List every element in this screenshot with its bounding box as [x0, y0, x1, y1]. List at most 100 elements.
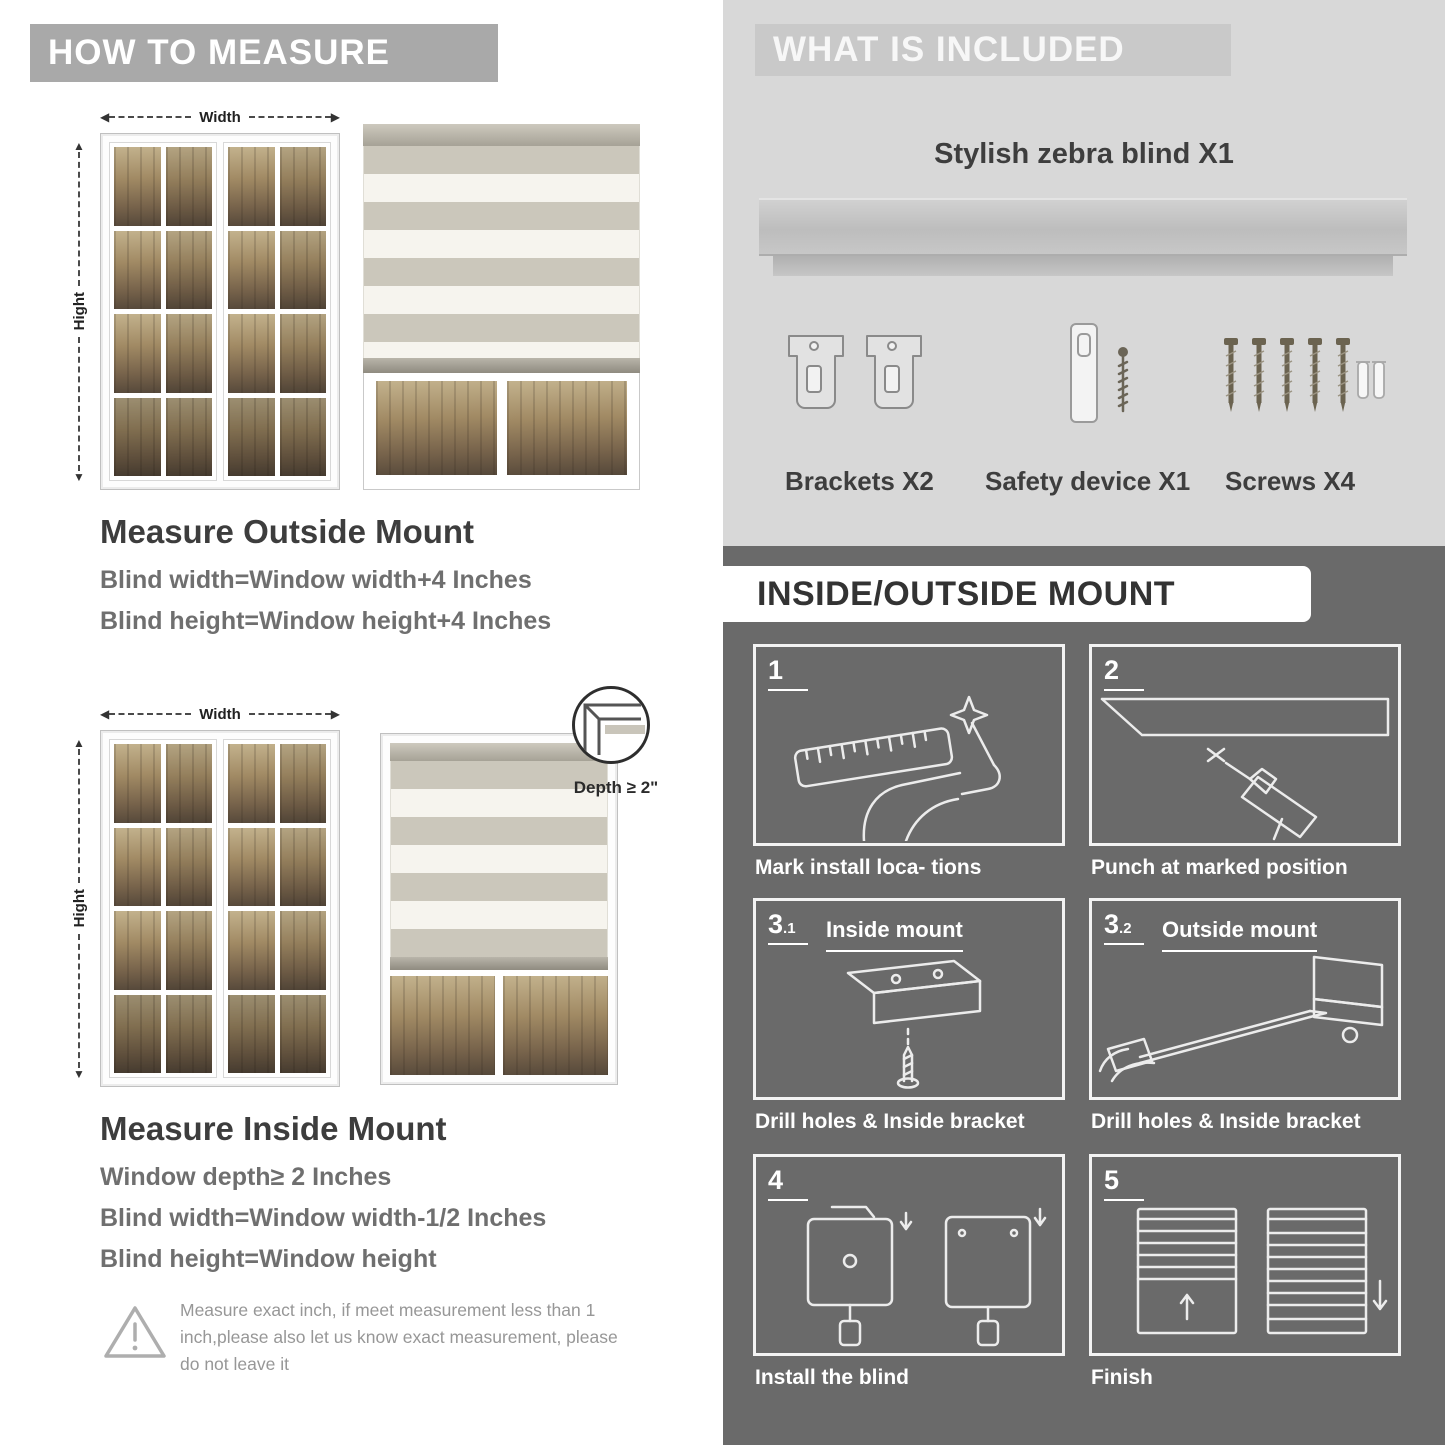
window-pane [114, 744, 161, 823]
step-caption: Punch at marked position [1091, 856, 1348, 879]
window-corner-zoom-icon [583, 703, 645, 755]
window-pane [279, 314, 326, 393]
window-pane [165, 744, 212, 823]
step-number: 5 [1104, 1167, 1144, 1201]
step-title: Inside mount [826, 917, 963, 952]
window-pane [228, 230, 275, 309]
arrow-down-icon: ▼ [73, 470, 85, 485]
window-pane [165, 314, 212, 393]
mount-instructions-section: INSIDE/OUTSIDE MOUNT 1 [723, 546, 1445, 1445]
window-pane [114, 147, 161, 226]
window-pane [165, 911, 212, 990]
window-pane [279, 911, 326, 990]
window-frame [100, 730, 340, 1087]
arrow-up-icon: ▲ [73, 139, 85, 153]
outside-width-formula: Blind width=Window width+4 Inches [100, 566, 532, 594]
inside-mount-blind-figure [380, 733, 618, 1085]
arrow-line [109, 116, 192, 118]
install-blind-illustration-icon [756, 1189, 1062, 1351]
inside-mount-title: Measure Inside Mount [100, 1110, 447, 1147]
inside-depth-formula: Window depth≥ 2 Inches [100, 1163, 392, 1191]
window-pane [114, 397, 161, 476]
measurement-warning-text: Measure exact inch, if meet measurement … [180, 1300, 618, 1375]
inside-mount-window-figure [100, 730, 340, 1087]
step-caption: Finish [1091, 1366, 1153, 1389]
window-below-blind [390, 970, 608, 1075]
window-below-blind [363, 373, 640, 490]
arrow-line [78, 749, 80, 884]
window-pane [165, 230, 212, 309]
inside-bracket-illustration-icon [756, 933, 1062, 1095]
height-arrow: ▲ Hight ▼ [70, 737, 88, 1080]
step-number: 2 [1104, 657, 1144, 691]
what-is-included-section: WHAT IS INCLUDED Stylish zebra blind X1 [723, 0, 1445, 546]
step-number: 3.2 [1104, 911, 1144, 945]
window-casement [109, 739, 217, 1078]
step-panel-5: 5 [1089, 1154, 1401, 1356]
window-pane [279, 744, 326, 823]
outside-mount-blind-figure [363, 124, 640, 490]
width-arrow: ◀ Width ▶ [100, 705, 340, 723]
arrow-line [78, 152, 80, 287]
window-pane [279, 230, 326, 309]
zebra-blind-label: Stylish zebra blind X1 [934, 138, 1234, 170]
outside-height-formula: Blind height=Window height+4 Inches [100, 607, 552, 635]
safety-device-label: Safety device X1 [985, 466, 1191, 496]
step-panel-2: 2 [1089, 644, 1401, 846]
arrow-right-icon: ▶ [330, 707, 341, 721]
window-pane [114, 911, 161, 990]
inside-width-formula: Blind width=Window width-1/2 Inches [100, 1204, 547, 1232]
how-to-measure-title: HOW TO MEASURE [48, 33, 390, 72]
window-pane [279, 397, 326, 476]
window-pane [165, 827, 212, 906]
arrow-line [109, 713, 192, 715]
mark-location-illustration-icon [756, 679, 1062, 843]
window-pane [165, 147, 212, 226]
inside-height-formula: Blind height=Window height [100, 1245, 437, 1273]
window-pane [228, 911, 275, 990]
window-pane [228, 314, 275, 393]
finish-illustration-icon [1092, 1189, 1398, 1351]
brackets-icon [781, 328, 931, 436]
mount-header: INSIDE/OUTSIDE MOUNT [723, 566, 1311, 622]
window-pane [114, 314, 161, 393]
width-label: Width [199, 108, 241, 126]
window-casement [223, 739, 331, 1078]
arrow-right-icon: ▶ [330, 110, 341, 124]
arrow-left-icon: ◀ [100, 707, 110, 721]
window-pane [376, 381, 497, 475]
window-pane [503, 976, 608, 1075]
window-pane [228, 147, 275, 226]
arrow-down-icon: ▼ [73, 1067, 85, 1082]
brackets-label: Brackets X2 [785, 466, 934, 496]
window-pane [228, 827, 275, 906]
warning-icon [102, 1302, 168, 1362]
step-caption: Drill holes & Inside bracket [755, 1110, 1025, 1133]
arrow-left-icon: ◀ [100, 110, 110, 124]
window-pane [114, 230, 161, 309]
step-panel-3-1: 3.1 Inside mount [753, 898, 1065, 1100]
what-is-included-header: WHAT IS INCLUDED [755, 24, 1231, 76]
safety-device-icon [1049, 320, 1149, 438]
zebra-blind-headrail [759, 198, 1407, 256]
window-casement [109, 142, 217, 481]
width-label: Width [199, 705, 241, 723]
step-caption: Drill holes & Inside bracket [1091, 1110, 1361, 1133]
depth-callout-icon [572, 686, 650, 764]
width-arrow: ◀ Width ▶ [100, 108, 340, 126]
window-pane [114, 994, 161, 1073]
mount-title: INSIDE/OUTSIDE MOUNT [757, 574, 1176, 613]
zebra-blind-valance [773, 256, 1393, 276]
blind-cassette [390, 743, 608, 761]
arrow-line [248, 713, 331, 715]
height-arrow: ▲ Hight ▼ [70, 140, 88, 483]
window-pane [165, 994, 212, 1073]
what-is-included-title: WHAT IS INCLUDED [773, 30, 1125, 69]
zebra-stripes [390, 761, 608, 957]
window-pane [506, 381, 627, 475]
window-pane [165, 397, 212, 476]
window-pane [390, 976, 495, 1075]
window-pane [279, 147, 326, 226]
window-pane [228, 397, 275, 476]
window-frame [100, 133, 340, 490]
